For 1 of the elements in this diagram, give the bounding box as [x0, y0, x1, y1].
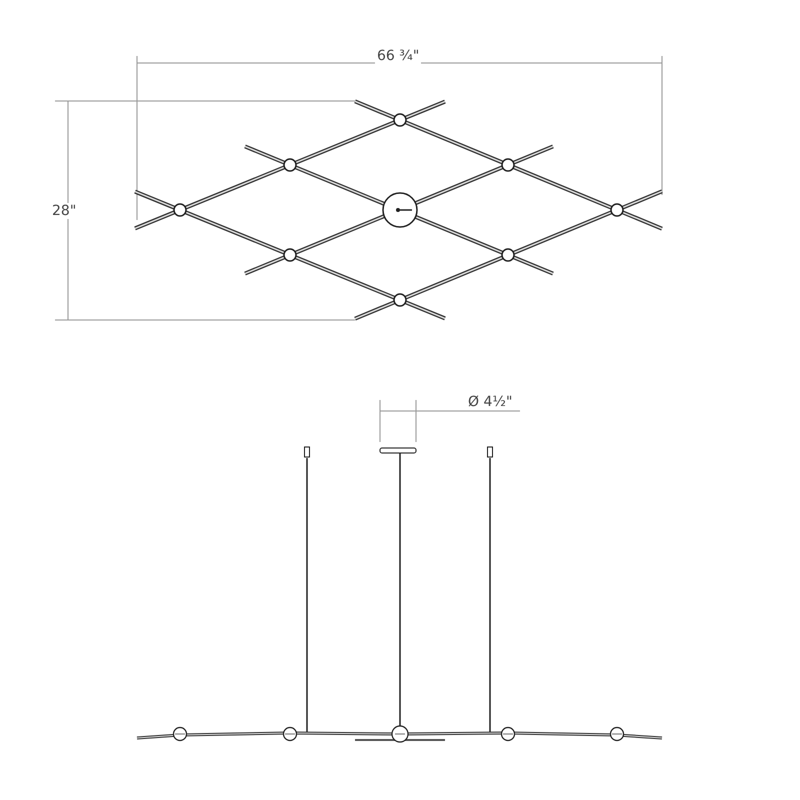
dimension-label: 66 ¾" — [375, 48, 422, 64]
